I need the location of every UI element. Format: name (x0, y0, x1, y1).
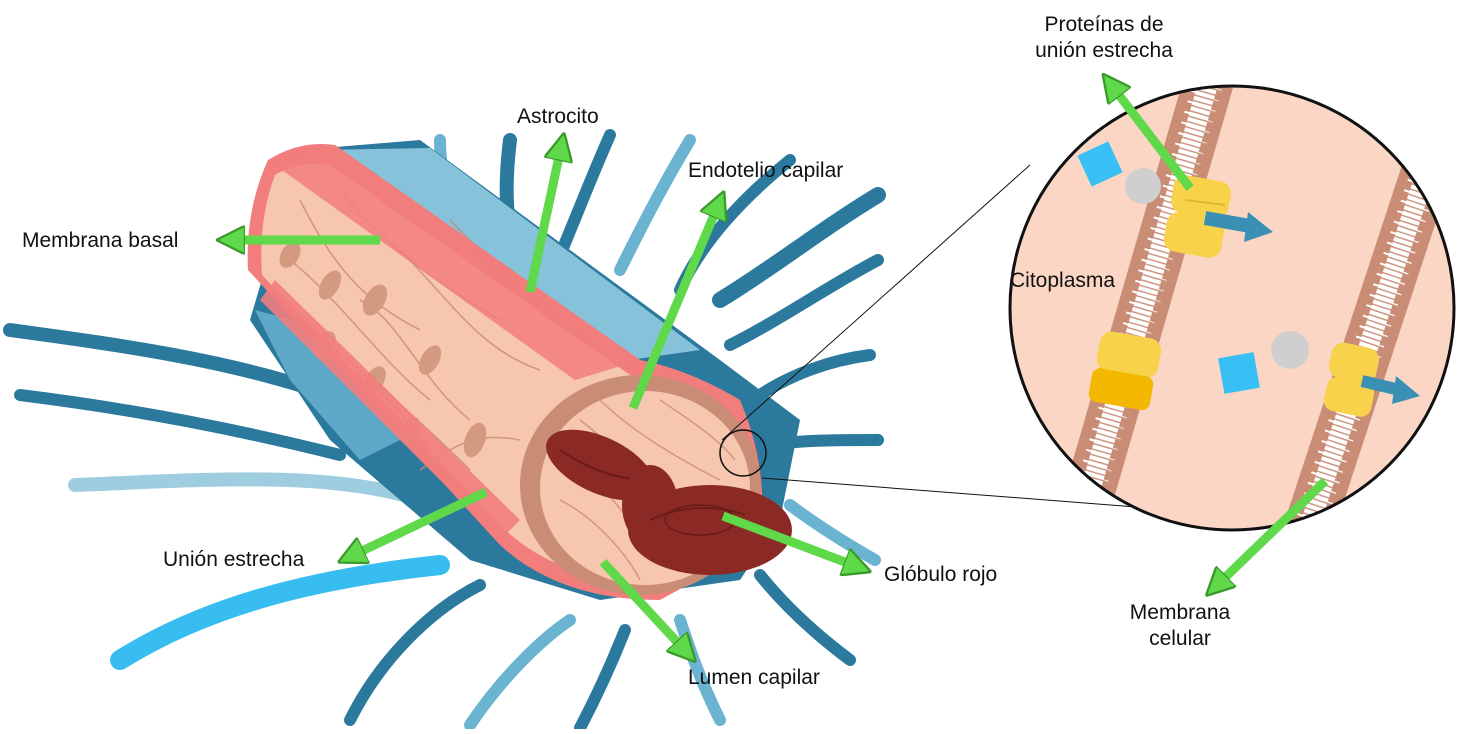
label-membrana-basal: Membrana basal (22, 228, 178, 254)
label-proteinas-line1: Proteínas de (1016, 12, 1192, 38)
label-globulo-rojo: Glóbulo rojo (884, 562, 997, 588)
zoom-line-top (722, 165, 1030, 440)
zoom-circle-detail (1010, 60, 1454, 600)
solute-circle-bottom (1271, 331, 1309, 369)
solute-circle-top (1125, 168, 1161, 204)
label-membrana-celular-line1: Membrana (1100, 600, 1260, 626)
label-proteinas-line2: unión estrecha (1016, 38, 1192, 64)
label-endotelio-capilar: Endotelio capilar (688, 158, 843, 184)
label-membrana-celular: Membrana celular (1100, 600, 1260, 652)
label-astrocito: Astrocito (517, 104, 599, 130)
label-lumen-capilar: Lumen capilar (688, 665, 820, 691)
label-union-estrecha: Unión estrecha (163, 547, 304, 573)
label-proteinas-union: Proteínas de unión estrecha (1016, 12, 1192, 64)
label-membrana-celular-line2: celular (1100, 626, 1260, 652)
solute-square-bottom (1218, 352, 1260, 394)
label-citoplasma: Citoplasma (1010, 268, 1115, 294)
